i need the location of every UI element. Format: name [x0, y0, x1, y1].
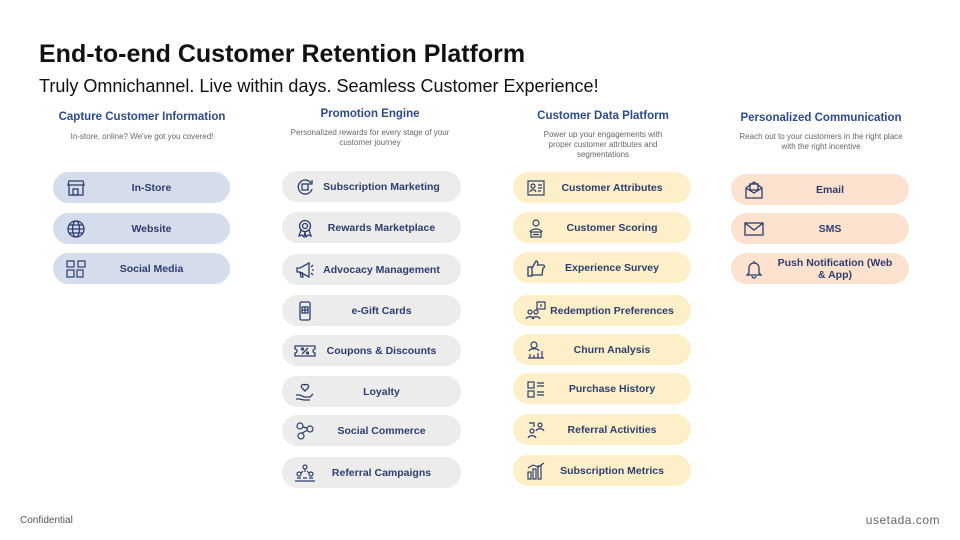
pill-label: Purchase History	[568, 382, 656, 395]
pill-label: Push Notification (Web & App)	[777, 256, 893, 281]
pill-referral-campaigns: Referral Campaigns	[282, 457, 461, 488]
pill-in-store: In-Store	[53, 172, 230, 203]
megaphone-icon	[294, 259, 316, 281]
pill-label: Subscription Metrics	[560, 464, 664, 477]
pill-label: Rewards Marketplace	[327, 221, 436, 234]
column-description: Reach out to your customers in the right…	[739, 132, 903, 151]
pill-churn-analysis: Churn Analysis	[513, 334, 691, 365]
column-description: Personalized rewards for every stage of …	[290, 128, 450, 147]
pill-label: e-Gift Cards	[351, 304, 412, 317]
pill-label: Customer Scoring	[566, 221, 658, 234]
mobile-gift-icon	[294, 300, 316, 322]
pill-label: Website	[131, 222, 172, 235]
pill-loyalty: Loyalty	[282, 376, 461, 407]
envelope-icon	[743, 218, 765, 240]
user-score-icon	[525, 217, 547, 239]
pill-customer-attributes: Customer Attributes	[513, 172, 691, 203]
heart-hand-icon	[294, 381, 316, 403]
award-ribbon-icon	[294, 217, 316, 239]
column-heading: Promotion Engine	[320, 108, 420, 120]
pill-purchase-history: Purchase History	[513, 373, 691, 404]
bell-icon	[743, 258, 765, 280]
purchase-list-icon	[525, 378, 547, 400]
pill-label: Email	[815, 183, 844, 196]
pill-label: Experience Survey	[565, 261, 659, 274]
pill-label: Advocacy Management	[323, 263, 440, 276]
pill-label: Redemption Preferences	[550, 304, 674, 317]
pill-advocacy-management: Advocacy Management	[282, 254, 461, 285]
pill-label: Loyalty	[363, 385, 400, 398]
page-subtitle: Truly Omnichannel. Live within days. Sea…	[39, 76, 599, 96]
pill-e-gift-cards: e-Gift Cards	[282, 295, 461, 326]
promotion-engine-column: Promotion Engine Personalized rewards fo…	[260, 108, 480, 148]
referral-icon	[525, 419, 547, 441]
email-icon	[743, 179, 765, 201]
column-heading: Customer Data Platform	[537, 110, 669, 122]
pill-subscription-metrics: Subscription Metrics	[513, 455, 691, 486]
column-heading: Personalized Communication	[740, 112, 902, 124]
pill-label: In-Store	[131, 181, 172, 194]
pill-experience-survey: Experience Survey	[513, 252, 691, 283]
pill-coupons-discounts: Coupons & Discounts	[282, 335, 461, 366]
pill-customer-scoring: Customer Scoring	[513, 212, 691, 243]
pill-label: Customer Attributes	[561, 181, 663, 194]
capture-customer-information-column: Capture Customer Information In-store, o…	[32, 111, 252, 142]
preferences-icon	[525, 300, 547, 322]
referral-network-icon	[294, 462, 316, 484]
social-media-icon	[65, 258, 87, 280]
thumbs-up-icon	[525, 257, 547, 279]
confidential-label: Confidential	[20, 515, 73, 526]
pill-push-notification: Push Notification (Web & App)	[731, 253, 909, 284]
id-card-icon	[525, 177, 547, 199]
pill-label: Social Media	[119, 262, 184, 275]
pill-label: Referral Campaigns	[331, 466, 432, 479]
column-heading: Capture Customer Information	[58, 111, 226, 123]
pill-referral-activities: Referral Activities	[513, 414, 691, 445]
pill-redemption-preferences: Redemption Preferences	[513, 295, 691, 326]
personalized-communication-column: Personalized Communication Reach out to …	[711, 112, 931, 152]
pill-label: Churn Analysis	[573, 343, 651, 356]
column-description: In-store, online? We've got you covered!	[70, 132, 214, 141]
column-description: Power up your engagements with proper cu…	[543, 130, 663, 159]
pill-label: Social Commerce	[337, 424, 426, 437]
globe-icon	[65, 218, 87, 240]
customer-data-platform-column: Customer Data Platform Power up your eng…	[493, 110, 713, 160]
page-title: End-to-end Customer Retention Platform	[39, 40, 526, 68]
pill-label: Referral Activities	[567, 423, 657, 436]
coupon-icon	[294, 340, 316, 362]
pill-label: SMS	[818, 222, 842, 235]
pill-website: Website	[53, 213, 230, 244]
subscription-icon	[294, 176, 316, 198]
store-icon	[65, 177, 87, 199]
pill-sms: SMS	[731, 213, 909, 244]
pill-social-media: Social Media	[53, 253, 230, 284]
social-commerce-icon	[294, 420, 316, 442]
pill-social-commerce: Social Commerce	[282, 415, 461, 446]
pill-label: Subscription Marketing	[323, 180, 440, 193]
pill-subscription-marketing: Subscription Marketing	[282, 171, 461, 202]
pill-email: Email	[731, 174, 909, 205]
analysis-icon	[525, 339, 547, 361]
metrics-chart-icon	[525, 460, 547, 482]
pill-label: Coupons & Discounts	[326, 344, 437, 357]
pill-rewards-marketplace: Rewards Marketplace	[282, 212, 461, 243]
website-label: usetada.com	[865, 513, 940, 527]
